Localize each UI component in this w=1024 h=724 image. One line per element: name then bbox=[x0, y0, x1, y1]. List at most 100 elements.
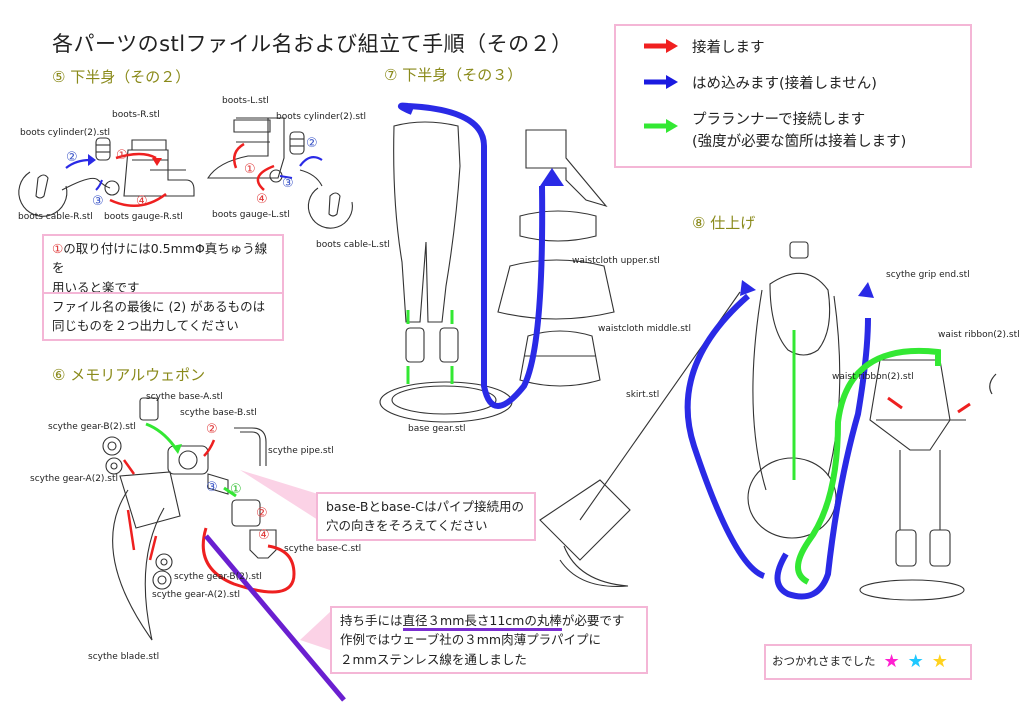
arrow-blue-2 bbox=[65, 158, 91, 169]
step-1-s6: ① bbox=[230, 482, 242, 497]
step-2-r: ② bbox=[66, 150, 78, 165]
note-brass-wire-line2: 用いると楽です bbox=[52, 279, 140, 295]
label-boots-cylinder-left: boots cylinder(2).stl bbox=[20, 128, 111, 138]
arrow-red-s6-gear-low bbox=[148, 535, 158, 561]
arrow-green-s8 bbox=[795, 347, 941, 585]
arrow-red-1 bbox=[115, 152, 157, 160]
star-icon-yellow: ★ bbox=[931, 651, 948, 673]
boots-l-drawing bbox=[207, 117, 285, 179]
label-scythe-grip-end: scythe grip end.stl bbox=[886, 270, 970, 280]
page-title: 各パーツのstlファイル名および組立て手順（その２） bbox=[52, 32, 573, 56]
footer-text: おつかれさまでした bbox=[772, 654, 876, 669]
note-pipe-holes-line1: base-Bとbase-Cはパイプ接続用の bbox=[326, 499, 524, 514]
label-waistcloth-middle: waistcloth middle.stl bbox=[598, 324, 691, 334]
note-handle-rod-pre: 持ち手には bbox=[340, 613, 403, 628]
step-3-r: ③ bbox=[92, 194, 104, 209]
label-boots-cable-l: boots cable-L.stl bbox=[316, 240, 390, 250]
step-4-l: ④ bbox=[256, 192, 268, 207]
note-pipe-holes: base-Bとbase-Cはパイプ接続用の 穴の向きをそろえてください bbox=[316, 492, 536, 541]
arrow-green-s6a bbox=[145, 422, 176, 447]
star-icon-cyan: ★ bbox=[907, 651, 924, 673]
arrow-blue-3-l bbox=[279, 175, 293, 179]
section-6-heading: ⑥ メモリアルウェポン bbox=[52, 366, 206, 384]
arrowhead-blue-s8-left bbox=[740, 280, 756, 296]
step-2-s6b: ② bbox=[256, 506, 268, 521]
boots-cylinder-r-drawing bbox=[95, 137, 111, 161]
label-boots-l: boots-L.stl bbox=[222, 96, 269, 106]
note-handle-rod-post: が必要です bbox=[561, 613, 625, 628]
arrowhead-blue-s8-right bbox=[858, 282, 874, 298]
arrowhead-blue-s7 bbox=[540, 168, 564, 186]
section-7-heading: ⑦ 下半身（その３） bbox=[384, 66, 523, 84]
arrow-green-s6b bbox=[223, 486, 237, 498]
callout-pointer-note3 bbox=[240, 470, 318, 520]
pointer-ribbon bbox=[989, 373, 997, 395]
arrow-red-1-l bbox=[233, 142, 245, 169]
arrow-blue-3 bbox=[95, 179, 103, 191]
handle-rod bbox=[204, 534, 346, 702]
legend-runner-note: (強度が必要な箇所は接着します) bbox=[692, 134, 907, 150]
step-1-l: ① bbox=[244, 162, 256, 177]
label-base-gear: base gear.stl bbox=[408, 424, 466, 434]
footer-box: おつかれさまでした ★ ★ ★ bbox=[764, 644, 972, 680]
arrowhead-red-1 bbox=[152, 158, 162, 166]
label-scythe-gear-b2-top: scythe gear-B(2).stl bbox=[48, 422, 136, 432]
step-3-s6: ③ bbox=[206, 480, 218, 495]
label-waistcloth-upper: waistcloth upper.stl bbox=[572, 256, 660, 266]
arrow-red-s6-gear bbox=[122, 459, 136, 475]
arrow-blue-s7 bbox=[398, 102, 546, 409]
legend-box bbox=[614, 24, 972, 168]
label-boots-gauge-l: boots gauge-L.stl bbox=[212, 210, 290, 220]
label-scythe-gear-a2-low: scythe gear-A(2).stl bbox=[152, 590, 241, 600]
note-brass-wire-step: ① bbox=[52, 241, 64, 256]
step-2-l: ② bbox=[306, 136, 318, 151]
arrow-red-4 bbox=[109, 193, 167, 207]
boots-cylinder-l-drawing bbox=[289, 131, 305, 155]
legend-glue: 接着します bbox=[692, 40, 765, 56]
legs-drawing bbox=[379, 121, 513, 423]
arrow-red-4-l bbox=[256, 164, 275, 191]
boots-cable-l-drawing bbox=[299, 169, 353, 229]
scythe-assembly-drawing bbox=[102, 397, 277, 641]
label-skirt: skirt.stl bbox=[626, 390, 660, 400]
note-handle-rod-spec: 直径３mm長さ11cmの丸棒 bbox=[402, 613, 562, 631]
arrows-green-s7 bbox=[406, 310, 454, 384]
label-waist-ribbon-left: waist ribbon(2).stl bbox=[832, 372, 914, 382]
label-scythe-base-c: scythe base-C.stl bbox=[284, 544, 362, 554]
section-5-heading: ⑤ 下半身（その２） bbox=[52, 68, 191, 86]
note-print-two-line1: ファイル名の最後に (2) があるものは bbox=[52, 299, 266, 314]
star-icon-magenta: ★ bbox=[883, 651, 900, 673]
step-1-r: ① bbox=[116, 148, 128, 163]
label-scythe-gear-a2-top: scythe gear-A(2).stl bbox=[30, 474, 119, 484]
step-4-r: ④ bbox=[136, 194, 148, 209]
legend-fit: はめ込みます(接着しません) bbox=[692, 76, 877, 92]
label-boots-r: boots-R.stl bbox=[112, 110, 160, 120]
label-boots-gauge-r: boots gauge-R.stl bbox=[104, 212, 183, 222]
step-2-s6: ② bbox=[206, 422, 218, 437]
arrows-red-s8-ribbon bbox=[887, 396, 971, 414]
arrowhead-green-s6a bbox=[172, 444, 182, 454]
note-brass-wire: ①の取り付けには0.5mmΦ真ちゅう線を 用いると楽です bbox=[42, 234, 284, 303]
note-print-two-line2: 同じものを２つ出力してください bbox=[52, 318, 239, 334]
arrow-red-s6-blade bbox=[126, 509, 136, 551]
figure-side-drawing bbox=[859, 359, 966, 601]
label-boots-cylinder-right: boots cylinder(2).stl bbox=[276, 112, 367, 122]
label-scythe-base-a: scythe base-A.stl bbox=[146, 392, 223, 402]
label-scythe-gear-b2-low: scythe gear-B(2).stl bbox=[174, 572, 262, 582]
step-4-s6: ④ bbox=[258, 528, 270, 543]
boots-r-drawing bbox=[123, 139, 195, 197]
note-pipe-holes-line2: 穴の向きをそろえてください bbox=[326, 518, 488, 534]
label-scythe-pipe: scythe pipe.stl bbox=[268, 446, 334, 456]
arrow-blue-s8-right bbox=[774, 317, 871, 600]
note-brass-wire-line1: の取り付けには0.5mmΦ真ちゅう線を bbox=[52, 241, 268, 276]
note-handle-rod-line2: 作例ではウェーブ社の３mm肉薄プラパイプに bbox=[340, 632, 601, 648]
legend-runner: プラランナーで接続します bbox=[692, 112, 866, 128]
label-scythe-base-b: scythe base-B.stl bbox=[180, 408, 257, 418]
boots-cable-r-drawing bbox=[18, 171, 111, 217]
note-handle-rod: 持ち手には直径３mm長さ11cmの丸棒が必要です 作例ではウェーブ社の３mm肉薄… bbox=[330, 606, 648, 675]
note-handle-rod-line3: ２mmステンレス線を通しました bbox=[340, 651, 527, 667]
arrow-red-s6-4 bbox=[201, 527, 296, 594]
arrow-red-s6-2 bbox=[203, 439, 216, 457]
label-waist-ribbon-right: waist ribbon(2).stl bbox=[938, 330, 1020, 340]
